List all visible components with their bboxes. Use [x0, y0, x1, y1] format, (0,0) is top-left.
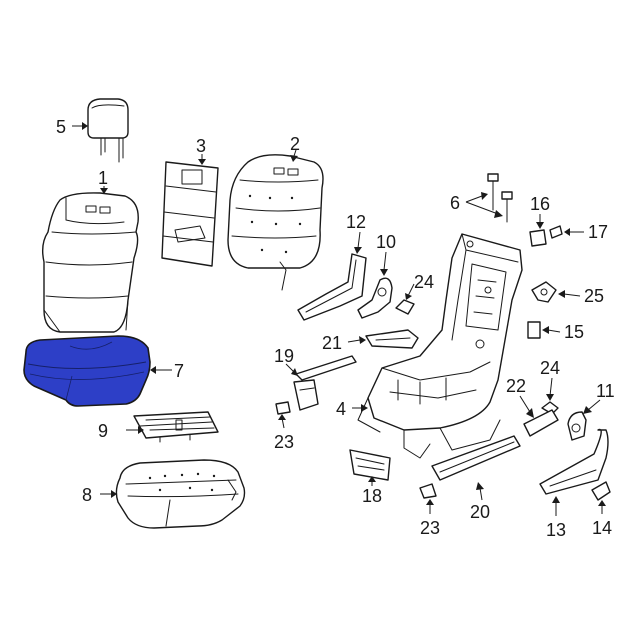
seatback-pad-part[interactable]: [227, 154, 324, 291]
seatback-cover-part[interactable]: [41, 192, 139, 333]
callout-11: 11: [596, 381, 615, 401]
callout-13: 13: [546, 520, 566, 540]
callout-labels: 5 1 3 2 7 9 8 12 10 24 21 19 4 23 18 20 …: [56, 117, 615, 540]
callout-1: 1: [98, 168, 108, 188]
seat-frame-part[interactable]: [357, 233, 523, 459]
clip-23-left-part[interactable]: [275, 401, 291, 415]
callout-17: 17: [588, 222, 608, 242]
callout-5: 5: [56, 117, 66, 137]
clip-upper-part[interactable]: [395, 299, 415, 315]
track-cover-part[interactable]: [431, 435, 521, 481]
clip-23-right-part[interactable]: [419, 483, 437, 499]
trim-18-part[interactable]: [349, 449, 391, 481]
callout-20: 20: [470, 502, 490, 522]
callout-6: 6: [450, 193, 460, 213]
rod-19-part[interactable]: [293, 355, 357, 411]
leader-lines: [72, 122, 606, 516]
callout-7: 7: [174, 361, 184, 381]
side-shield-part[interactable]: [539, 428, 609, 495]
recliner-right-part[interactable]: [567, 411, 587, 441]
callout-15: 15: [564, 322, 584, 342]
callout-9: 9: [98, 421, 108, 441]
callout-8: 8: [82, 485, 92, 505]
bracket-21-part[interactable]: [365, 329, 419, 349]
headrest-part[interactable]: [87, 98, 129, 163]
callout-24-upper: 24: [414, 272, 434, 292]
callout-24-lower: 24: [540, 358, 560, 378]
callout-14: 14: [592, 518, 612, 538]
cable-25-part[interactable]: [531, 281, 557, 303]
callout-21: 21: [322, 333, 342, 353]
cover-14-part[interactable]: [591, 481, 611, 501]
callout-10: 10: [376, 232, 396, 252]
bolt-6-part[interactable]: [487, 173, 513, 223]
back-heater-part[interactable]: [161, 161, 219, 267]
clip-17-part[interactable]: [549, 225, 563, 239]
button-15-part[interactable]: [527, 321, 541, 339]
seat-cushion-cover-part[interactable]: [23, 335, 151, 407]
recliner-cover-left-part[interactable]: [297, 253, 367, 321]
seat-heater-part[interactable]: [133, 411, 219, 443]
callout-4: 4: [336, 399, 346, 419]
callout-23-left: 23: [274, 432, 294, 452]
callout-23-right: 23: [420, 518, 440, 538]
seat-pad-part[interactable]: [115, 459, 246, 529]
switch-16-part[interactable]: [529, 229, 547, 247]
callout-16: 16: [530, 194, 550, 214]
callout-12: 12: [346, 212, 366, 232]
bracket-22-part[interactable]: [523, 409, 559, 437]
callout-3: 3: [196, 136, 206, 156]
recliner-part[interactable]: [357, 277, 393, 319]
callout-2: 2: [290, 134, 300, 154]
callout-25: 25: [584, 286, 604, 306]
callout-18: 18: [362, 486, 382, 506]
callout-22: 22: [506, 376, 526, 396]
callout-19: 19: [274, 346, 294, 366]
